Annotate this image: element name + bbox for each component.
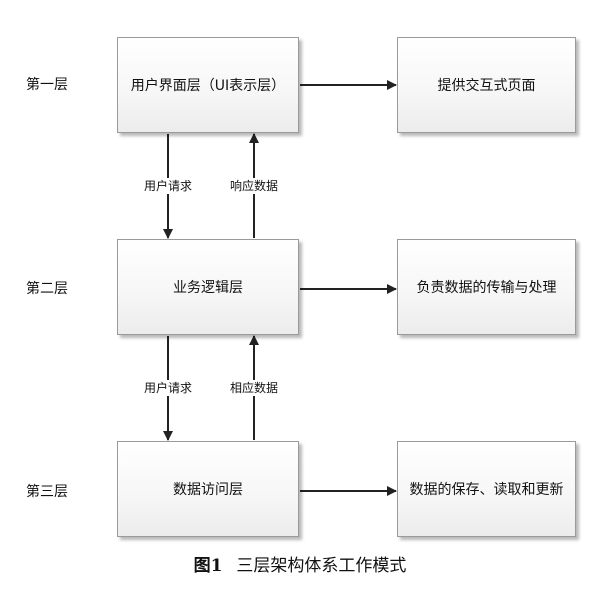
business-logic-layer-box: 业务逻辑层 xyxy=(117,239,299,335)
layer-3-label: 第三层 xyxy=(26,484,68,500)
figure-caption: 图1 三层架构体系工作模式 xyxy=(0,551,600,576)
ui-layer-text: 用户界面层（UI表示层） xyxy=(130,78,286,94)
figure-number: 图1 xyxy=(193,556,223,576)
corresponding-data-label: 相应数据 xyxy=(228,380,281,396)
response-data-label: 响应数据 xyxy=(228,178,281,194)
layer-2-label: 第二层 xyxy=(26,281,68,297)
interactive-page-text: 提供交互式页面 xyxy=(437,78,536,94)
figure-title: 三层架构体系工作模式 xyxy=(236,556,407,576)
data-access-layer-box: 数据访问层 xyxy=(117,441,299,537)
ui-layer-box: 用户界面层（UI表示层） xyxy=(117,37,299,133)
business-logic-layer-text: 业务逻辑层 xyxy=(173,280,243,296)
data-transfer-processing-text: 负责数据的传输与处理 xyxy=(416,280,557,296)
data-access-layer-text: 数据访问层 xyxy=(173,482,243,498)
layer-1-label: 第一层 xyxy=(26,77,68,93)
user-request-label-lower: 用户请求 xyxy=(142,380,195,396)
data-save-read-update-box: 数据的保存、读取和更新 xyxy=(397,441,576,537)
data-save-read-update-text: 数据的保存、读取和更新 xyxy=(409,482,564,498)
user-request-label-upper: 用户请求 xyxy=(142,178,195,194)
interactive-page-box: 提供交互式页面 xyxy=(397,37,576,133)
data-transfer-processing-box: 负责数据的传输与处理 xyxy=(397,239,576,335)
